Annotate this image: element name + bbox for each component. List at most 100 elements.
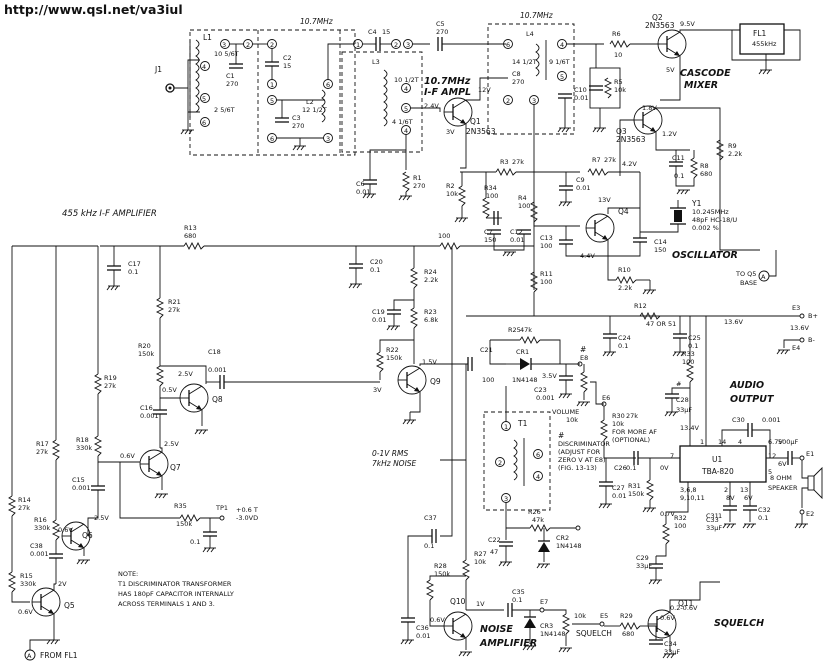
- svg-text:R9: R9: [728, 142, 737, 150]
- svg-text:27k: 27k: [104, 382, 116, 390]
- audio-title: AUDIO: [729, 380, 764, 391]
- svg-text:3: 3: [222, 41, 226, 49]
- svg-text:10k: 10k: [474, 558, 486, 566]
- svg-text:C33: C33: [706, 516, 719, 524]
- svg-text:C19: C19: [372, 308, 385, 316]
- svg-text:47k: 47k: [520, 326, 532, 334]
- if107-amp-title: I-F AMPL: [424, 87, 471, 98]
- noise-squelch: C37 0.1 R27 10k R28 150k Q10 0.6V 1V C36…: [400, 246, 764, 659]
- svg-text:0.1: 0.1: [370, 266, 380, 274]
- svg-text:U1: U1: [712, 455, 722, 464]
- svg-text:2: 2: [246, 41, 250, 49]
- svg-text:2N3563: 2N3563: [616, 135, 646, 144]
- svg-text:Q7: Q7: [170, 463, 181, 472]
- svg-text:4: 4: [738, 438, 742, 446]
- svg-text:R16: R16: [34, 516, 47, 524]
- svg-text:4: 4: [404, 127, 408, 135]
- svg-text:2.2k: 2.2k: [424, 276, 438, 284]
- svg-text:C5: C5: [436, 20, 445, 28]
- svg-text:CR3: CR3: [540, 622, 553, 630]
- svg-text:FOR MORE AF: FOR MORE AF: [612, 428, 657, 436]
- svg-text:R10: R10: [618, 266, 631, 274]
- svg-text:L3: L3: [372, 58, 380, 66]
- svg-text:C20: C20: [370, 258, 383, 266]
- svg-text:13V: 13V: [598, 196, 611, 204]
- svg-text:R15: R15: [20, 572, 33, 580]
- svg-text:0.1: 0.1: [758, 514, 768, 522]
- cascode-mixer: R6 10 R5 10k Q2 2N3563 9.5V 5V CASCODE M…: [588, 13, 801, 251]
- svg-text:10k: 10k: [612, 420, 624, 428]
- svg-text:12 1/2T: 12 1/2T: [302, 106, 327, 114]
- svg-text:48pF HC-18/U: 48pF HC-18/U: [692, 216, 737, 224]
- svg-text:4: 4: [560, 41, 564, 49]
- svg-text:(ADJUST FOR: (ADJUST FOR: [558, 448, 601, 456]
- audio-output-title: OUTPUT: [730, 394, 775, 405]
- svg-text:0-1V RMS: 0-1V RMS: [372, 449, 408, 458]
- svg-text:R1: R1: [413, 174, 422, 182]
- svg-text:R4: R4: [518, 194, 527, 202]
- svg-text:R29: R29: [620, 612, 633, 620]
- svg-text:12: 12: [768, 452, 776, 460]
- if-amp-q1: 10.7MHz I-F AMPL 2.4V 12V 3V Q1 2N3563 1…: [424, 11, 604, 290]
- svg-text:L4: L4: [526, 30, 534, 38]
- svg-text:R2: R2: [446, 182, 455, 190]
- svg-text:C16: C16: [140, 404, 153, 412]
- svg-text:C14: C14: [654, 238, 667, 246]
- svg-text:27k: 27k: [512, 158, 524, 166]
- svg-text:330k: 330k: [20, 580, 36, 588]
- svg-text:100: 100: [486, 192, 498, 200]
- l1-w2: 2 5/6T: [214, 106, 235, 114]
- svg-text:0.6V: 0.6V: [58, 526, 73, 534]
- svg-text:2V: 2V: [58, 580, 67, 588]
- svg-text:27k: 27k: [626, 412, 638, 420]
- svg-text:1.2V: 1.2V: [662, 130, 677, 138]
- svg-text:C3: C3: [292, 114, 301, 122]
- svg-text:C4: C4: [368, 28, 377, 36]
- svg-text:9 1/6T: 9 1/6T: [549, 58, 570, 66]
- l1-label: L1: [203, 33, 212, 42]
- svg-text:680: 680: [622, 630, 634, 638]
- svg-text:-3.0VD: -3.0VD: [236, 514, 258, 522]
- svg-text:2.5V: 2.5V: [178, 370, 193, 378]
- svg-text:150: 150: [484, 236, 496, 244]
- svg-text:10k: 10k: [446, 190, 458, 198]
- svg-text:330k: 330k: [34, 524, 50, 532]
- svg-text:5V: 5V: [666, 66, 675, 74]
- svg-text:27k: 27k: [604, 156, 616, 164]
- svg-text:0.01: 0.01: [372, 316, 386, 324]
- svg-text:0.001: 0.001: [762, 416, 781, 424]
- svg-text:C12: C12: [510, 228, 523, 236]
- svg-text:R18: R18: [76, 436, 89, 444]
- svg-text:6: 6: [326, 81, 330, 89]
- svg-text:10k: 10k: [574, 612, 586, 620]
- cascode-title: CASCODE: [680, 68, 731, 79]
- svg-text:33µF: 33µF: [664, 648, 680, 656]
- svg-text:3: 3: [406, 41, 410, 49]
- svg-text:C37: C37: [424, 514, 437, 522]
- svg-text:R5: R5: [614, 78, 623, 86]
- svg-text:C21: C21: [480, 346, 493, 354]
- svg-text:C28: C28: [676, 396, 689, 404]
- svg-text:#: #: [558, 431, 564, 440]
- svg-text:Q1: Q1: [470, 117, 481, 126]
- svg-text:5: 5: [404, 105, 408, 113]
- svg-text:12V: 12V: [478, 86, 491, 94]
- svg-text:680: 680: [700, 170, 712, 178]
- svg-text:2: 2: [506, 97, 510, 105]
- svg-text:R17: R17: [36, 440, 49, 448]
- svg-text:9,10,11: 9,10,11: [680, 494, 705, 502]
- svg-text:100: 100: [438, 232, 450, 240]
- svg-text:10.245MHz: 10.245MHz: [692, 208, 729, 216]
- svg-text:A: A: [27, 652, 32, 660]
- svg-text:0.7V: 0.7V: [660, 510, 675, 518]
- svg-text:2: 2: [394, 41, 398, 49]
- svg-text:C1: C1: [226, 72, 235, 80]
- svg-text:R6: R6: [612, 30, 621, 38]
- svg-text:SPEAKER: SPEAKER: [768, 484, 798, 492]
- svg-text:C25: C25: [688, 334, 701, 342]
- svg-text:6V: 6V: [778, 460, 787, 468]
- svg-text:0.1: 0.1: [626, 464, 636, 472]
- svg-text:SQUELCH: SQUELCH: [576, 629, 612, 638]
- svg-text:+0.6 T: +0.6 T: [236, 506, 258, 514]
